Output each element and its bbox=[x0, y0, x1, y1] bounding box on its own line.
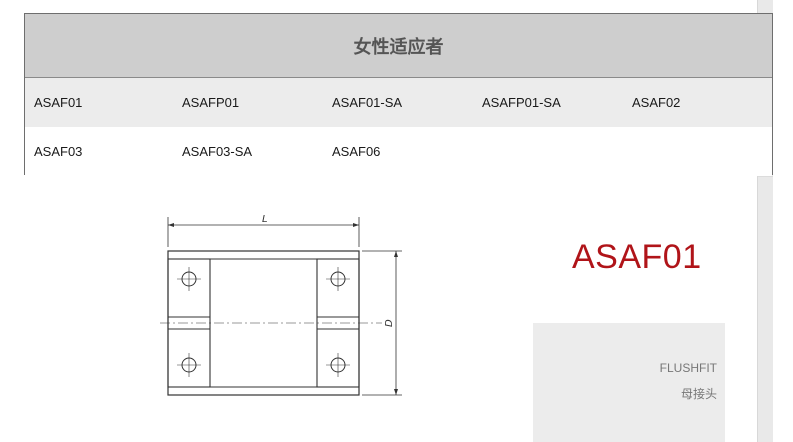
dimension-label-length: L bbox=[262, 214, 268, 225]
technical-drawing: L D bbox=[160, 214, 402, 396]
compatible-fittings-table: 女性适应者 ASAF01 ASAFP01 ASAF01-SA ASAFP01-S… bbox=[24, 13, 773, 176]
table-cell[interactable]: ASAF03 bbox=[34, 144, 83, 159]
product-type: 母接头 bbox=[680, 387, 717, 401]
divider bbox=[758, 176, 773, 177]
table-row: ASAF01 ASAFP01 ASAF01-SA ASAFP01-SA ASAF… bbox=[25, 78, 772, 127]
table-title: 女性适应者 bbox=[25, 14, 772, 78]
table-cell[interactable]: ASAF01-SA bbox=[332, 95, 403, 110]
product-line-name: FLUSHFIT bbox=[659, 361, 717, 375]
table-cell[interactable]: ASAF01 bbox=[34, 95, 83, 110]
table-cell[interactable]: ASAFP01-SA bbox=[482, 95, 561, 110]
table-cell[interactable]: ASAFP01 bbox=[182, 95, 240, 110]
product-code: ASAF01 bbox=[572, 238, 702, 276]
table-cell[interactable]: ASAF02 bbox=[632, 95, 681, 110]
table-cell[interactable]: ASAF06 bbox=[332, 144, 381, 159]
dimension-label-diameter: D bbox=[384, 319, 395, 327]
product-info-card: FLUSHFIT 母接头 bbox=[533, 323, 725, 442]
table-row: ASAF03 ASAF03-SA ASAF06 bbox=[25, 127, 772, 176]
table-cell[interactable]: ASAF03-SA bbox=[182, 144, 253, 159]
